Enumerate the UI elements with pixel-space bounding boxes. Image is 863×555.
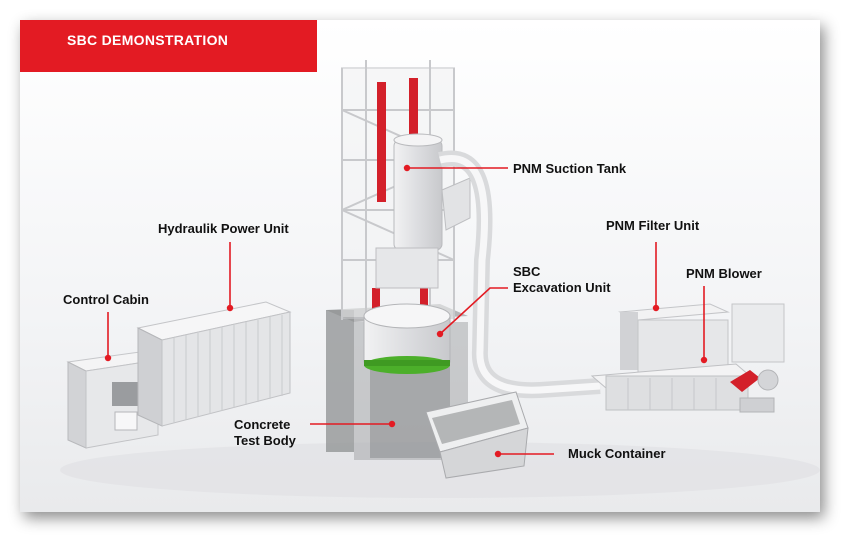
hydraulic-cylinder-left [377, 82, 386, 202]
label-sbc-line1: SBC [513, 264, 541, 279]
page-title: SBC DEMONSTRATION [20, 20, 317, 72]
plant-illustration [60, 60, 820, 498]
hydraulic-cylinder-right [409, 78, 418, 148]
sbc-excavation-unit [363, 247, 451, 374]
label-concrete-test-body: Concrete Test Body [234, 417, 296, 449]
label-sbc-excavation-unit: SBC Excavation Unit [513, 264, 611, 296]
label-hydraulik-power-unit: Hydraulik Power Unit [158, 221, 289, 236]
label-excavation-unit-line2: Excavation Unit [513, 280, 611, 295]
leader-dots [104, 164, 708, 458]
label-test-body-line2: Test Body [234, 433, 296, 448]
label-control-cabin: Control Cabin [63, 292, 149, 307]
label-pnm-filter-unit: PNM Filter Unit [606, 218, 700, 233]
pnm-blower-unit [590, 303, 785, 413]
leader-lines [107, 167, 705, 455]
label-pnm-blower: PNM Blower [686, 266, 762, 281]
diagram-slide: SBC DEMONSTRATION [20, 20, 820, 512]
label-concrete-line1: Concrete [234, 417, 291, 432]
pnm-filter-unit [618, 303, 730, 373]
label-muck-container: Muck Container [568, 446, 666, 461]
muck-container [425, 391, 529, 479]
hydraulik-power-unit [136, 301, 292, 427]
label-pnm-suction-tank: PNM Suction Tank [513, 161, 627, 176]
